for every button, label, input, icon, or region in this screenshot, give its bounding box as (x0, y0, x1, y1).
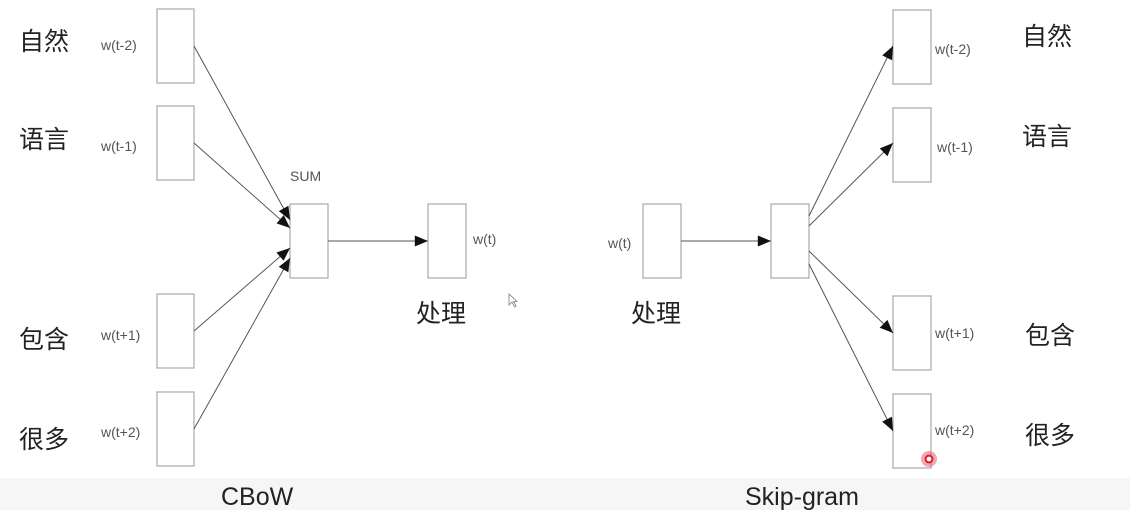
cbow-caption: CBoW (221, 483, 294, 510)
cbow-edge-t-minus-2 (193, 45, 291, 221)
cbow-input-label-t-minus-1: w(t-1) (100, 138, 137, 154)
cbow-model: 自然 语言 包含 很多 w(t-2) w(t-1) w(t+1) w(t+2) … (19, 8, 496, 510)
cbow-input-box-t-plus-1 (156, 293, 195, 369)
skipgram-input-box (642, 203, 682, 279)
skipgram-edge-t-minus-2 (808, 45, 894, 217)
cbow-input-label-t-minus-2: w(t-2) (100, 37, 137, 53)
skipgram-output-box-t-minus-2 (892, 9, 932, 85)
cbow-input-box-t-minus-1 (156, 105, 195, 181)
cbow-edge-t-plus-1 (193, 247, 291, 332)
cbow-edge-t-plus-2 (193, 257, 291, 430)
skipgram-output-word-t-plus-2: 很多 (1025, 421, 1075, 450)
pointer-marker-icon (921, 451, 937, 467)
cbow-input-box-t-minus-2 (156, 8, 195, 84)
skipgram-output-label-t-plus-2: w(t+2) (934, 422, 974, 438)
cbow-input-word-t-plus-2: 很多 (19, 425, 69, 454)
skipgram-edge-t-plus-2 (808, 263, 894, 432)
skipgram-output-word-t-minus-1: 语言 (1022, 122, 1072, 151)
cbow-output-box (427, 203, 467, 279)
cbow-input-word-t-plus-1: 包含 (19, 325, 69, 354)
cbow-sum-box (289, 203, 329, 279)
skipgram-output-word-t-plus-1: 包含 (1025, 321, 1075, 350)
skipgram-output-label-t-plus-1: w(t+1) (934, 325, 974, 341)
cbow-input-label-t-plus-1: w(t+1) (100, 327, 140, 343)
skipgram-model: w(t) 处理 w(t-2) w(t-1) w(t+1) w(t+2) 自然 语… (607, 9, 1075, 510)
skipgram-edge-t-plus-1 (808, 250, 894, 334)
cbow-sum-label: SUM (290, 168, 321, 184)
skipgram-output-label-t-minus-2: w(t-2) (934, 41, 971, 57)
cbow-input-label-t-plus-2: w(t+2) (100, 424, 140, 440)
bottom-band (0, 478, 1130, 510)
mouse-cursor-icon (508, 293, 519, 308)
cbow-output-label: w(t) (472, 231, 496, 247)
skipgram-output-box-t-plus-1 (892, 295, 932, 371)
cbow-input-word-t-minus-1: 语言 (19, 125, 69, 154)
cbow-input-box-t-plus-2 (156, 391, 195, 467)
skipgram-caption: Skip-gram (745, 483, 859, 510)
skipgram-hidden-box (770, 203, 810, 279)
skipgram-input-word: 处理 (631, 299, 681, 328)
skipgram-output-word-t-minus-2: 自然 (1022, 22, 1072, 51)
cbow-input-word-t-minus-2: 自然 (19, 27, 69, 56)
skipgram-input-label: w(t) (607, 235, 631, 251)
skipgram-output-label-t-minus-1: w(t-1) (936, 139, 973, 155)
cbow-edge-t-minus-1 (193, 142, 291, 229)
cbow-output-word: 处理 (416, 299, 466, 328)
skipgram-edge-t-minus-1 (808, 142, 894, 227)
skipgram-output-box-t-minus-1 (892, 107, 932, 183)
